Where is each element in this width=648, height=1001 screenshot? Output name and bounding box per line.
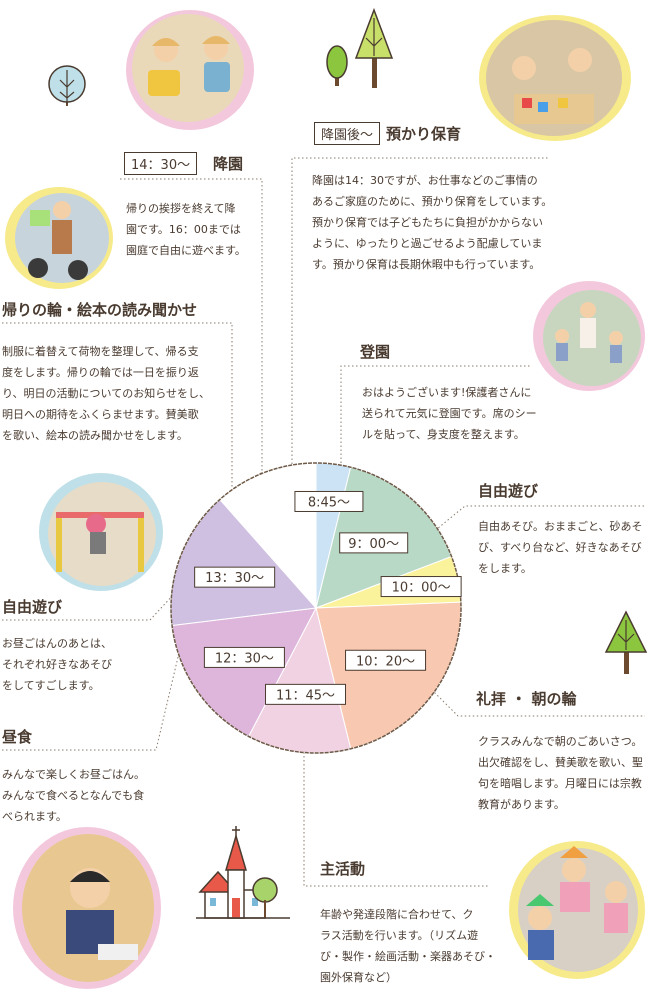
- reading-desc: 制服に着替えて荷物を整理して、帰る支 度をします。帰りの輪では一日を振り返 り、…: [2, 345, 211, 442]
- pie-label: 12：30〜: [215, 651, 274, 666]
- tree-icon: [48, 65, 86, 106]
- pie-label: 13：30〜: [205, 571, 264, 586]
- arrival-desc: おはようございます!保護者さんに 送られて元気に登園です。席のシー ルを貼って、…: [362, 386, 537, 441]
- free-play-am-desc: 自由あそび。おままごと、砂あそ び、すべり台など、好きなあそび をします。: [478, 520, 643, 575]
- pie-label: 8:45〜: [308, 495, 350, 510]
- church-icon: [196, 826, 290, 919]
- pie-label: 10：00〜: [392, 581, 451, 596]
- pie-label-box: [194, 566, 276, 588]
- reading-title: 帰りの輪・絵本の読み聞かせ: [2, 301, 198, 319]
- free-play-pm-title: 自由遊び: [2, 598, 63, 616]
- worship-title: 礼拝 ・ 朝の輪: [476, 690, 577, 708]
- arrival-title: 登園: [360, 343, 391, 361]
- pie-label: 11：45〜: [276, 688, 335, 703]
- pie-label-box: [203, 646, 285, 668]
- photo-arrival: [533, 281, 645, 391]
- main-activity-title: 主活動: [320, 860, 366, 878]
- photo-children-blocks: [479, 15, 631, 141]
- pie-label-box: [380, 576, 462, 598]
- photo-children-outdoor: [126, 10, 254, 130]
- departure-desc: 帰りの挨拶を終えて降 園です。16：00までは 園庭で自由に遊べます。: [126, 202, 246, 257]
- pie-label: 9：00〜: [348, 537, 399, 552]
- lunch-desc: みんなで楽しくお昼ごはん。 みんなで食べるとなんでも食 べられます。: [2, 768, 145, 823]
- photo-lunch: [13, 827, 161, 989]
- departure-title: 降園: [213, 155, 244, 173]
- tree-icon: [604, 610, 648, 674]
- tree-icon: [326, 7, 394, 88]
- main-activity-desc: 年齢や発達段階に合わせて、ク ラス活動を行います。（リズム遊 び・製作・絵画活動…: [320, 908, 496, 984]
- photo-teacher-reading: [5, 187, 113, 289]
- pie-label-box: [294, 490, 364, 512]
- departure-time: 14：30〜: [124, 152, 198, 175]
- pie-label-box: [345, 649, 427, 671]
- after-care-desc: 降園は14：30ですが、お仕事などのご事情の あるご家庭のために、預かり保育をし…: [312, 174, 553, 271]
- lunch-title: 昼食: [2, 728, 33, 746]
- pie-label: 10：20〜: [356, 654, 415, 669]
- worship-desc: クラスみんなで朝のごあいさつ。 出欠確認をし、賛美歌を歌い、聖 句を暗唱します。…: [478, 735, 643, 811]
- pie-label-box: [339, 532, 409, 554]
- pie-label-box: [265, 683, 347, 705]
- free-play-am-title: 自由遊び: [478, 482, 539, 500]
- after-care-title: 預かり保育: [386, 125, 462, 143]
- photo-free-play: [39, 473, 163, 591]
- photo-main-activity: [509, 841, 645, 979]
- free-play-pm-desc: お昼ごはんのあとは、 それぞれ好きなあそび をしてすごします。: [2, 637, 112, 692]
- after-care-time: 降園後〜: [314, 122, 381, 145]
